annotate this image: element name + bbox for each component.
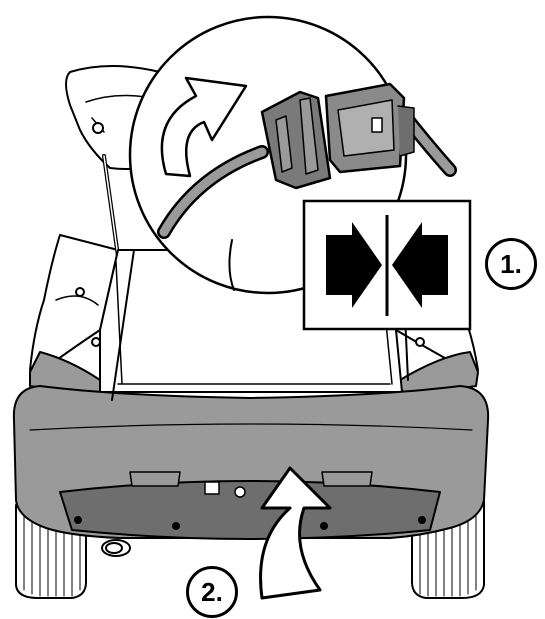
step-2-label: 2. <box>186 566 238 618</box>
bumper-lower-diffuser <box>60 481 440 539</box>
step-1-label: 1. <box>485 238 537 290</box>
press-together-icon <box>304 201 470 329</box>
